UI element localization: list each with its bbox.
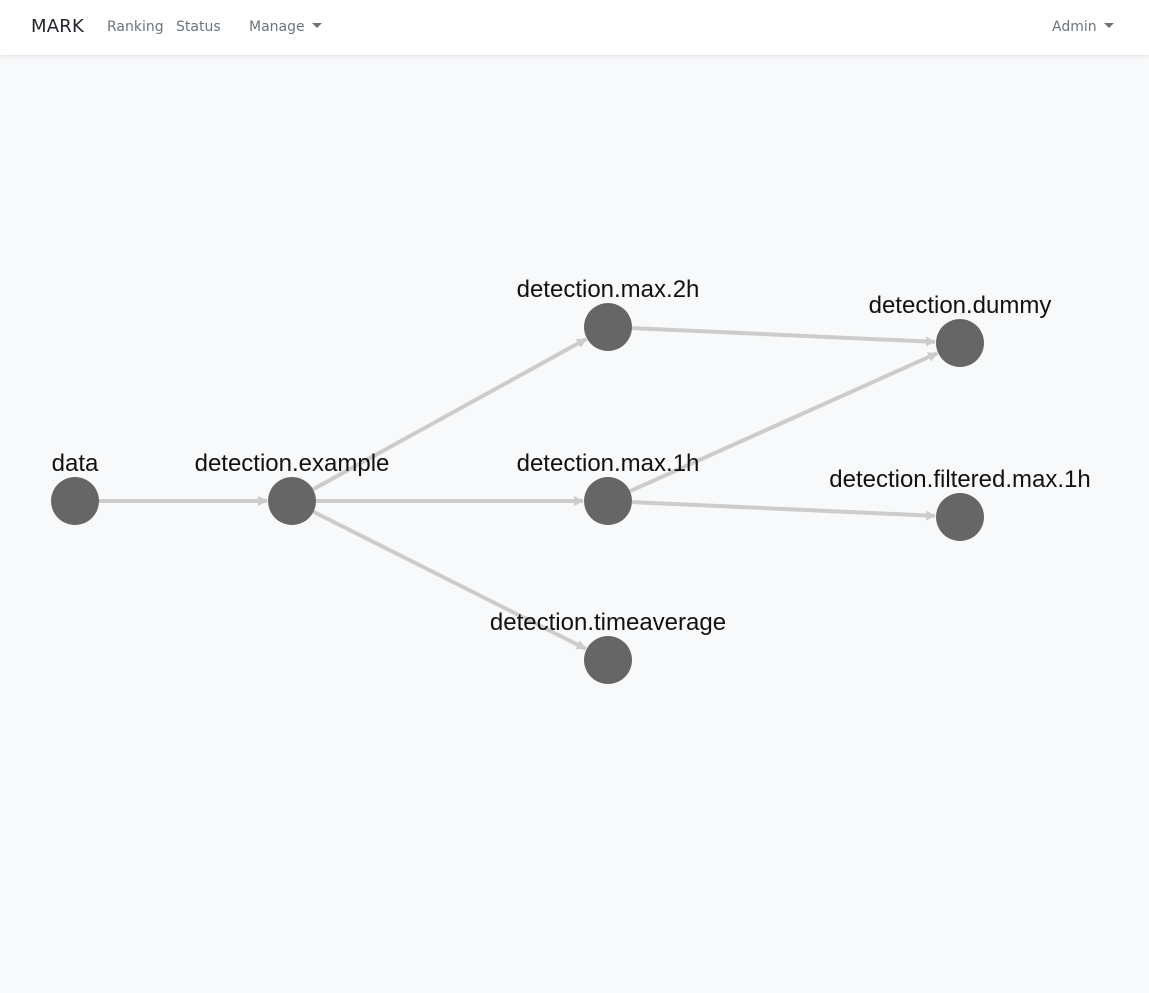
top-navbar: MARK Ranking Status Manage Admin [0, 0, 1149, 55]
edge-max1h-to-dummy [629, 351, 939, 493]
dependency-graph[interactable]: data detection.example detection.max.2h det… [0, 55, 1149, 993]
node-circle[interactable] [936, 493, 984, 541]
node-circle[interactable] [584, 303, 632, 351]
graph-node-max2h[interactable]: detection.max.2h [517, 276, 700, 351]
node-circle[interactable] [51, 477, 99, 525]
node-label: detection.example [195, 450, 390, 477]
graph-node-dummy[interactable]: detection.dummy [869, 292, 1052, 367]
node-circle[interactable] [584, 477, 632, 525]
caret-down-icon [311, 23, 322, 28]
edges-layer [99, 326, 939, 651]
manage-dropdown[interactable]: Manage [249, 19, 322, 35]
admin-dropdown-label: Admin [1052, 19, 1097, 35]
edge-example-to-timeavg [312, 510, 587, 651]
graph-node-data[interactable]: data [51, 450, 99, 525]
brand-link[interactable]: MARK [31, 16, 84, 37]
nodes-layer: data detection.example detection.max.2h det… [51, 276, 1091, 684]
graph-node-example[interactable]: detection.example [195, 450, 390, 525]
nav-link-status[interactable]: Status [176, 19, 221, 35]
node-label: detection.dummy [869, 292, 1052, 319]
graph-node-timeavg[interactable]: detection.timeaverage [490, 609, 726, 684]
node-circle[interactable] [936, 319, 984, 367]
edge-max1h-to-filtered [631, 500, 937, 521]
node-label: data [52, 450, 99, 477]
admin-dropdown[interactable]: Admin [1052, 19, 1114, 35]
node-circle[interactable] [584, 636, 632, 684]
edge-max2h-to-dummy [631, 326, 937, 347]
caret-down-icon [1103, 23, 1114, 28]
nav-link-ranking[interactable]: Ranking [107, 19, 164, 35]
graph-node-filtered[interactable]: detection.filtered.max.1h [829, 466, 1091, 541]
graph-node-max1h[interactable]: detection.max.1h [517, 450, 700, 525]
manage-dropdown-label: Manage [249, 19, 305, 35]
node-circle[interactable] [268, 477, 316, 525]
node-label: detection.max.2h [517, 276, 700, 303]
node-label: detection.timeaverage [490, 609, 726, 636]
node-label: detection.filtered.max.1h [829, 466, 1090, 493]
edge-example-to-max2h [312, 337, 588, 492]
node-label: detection.max.1h [517, 450, 700, 477]
